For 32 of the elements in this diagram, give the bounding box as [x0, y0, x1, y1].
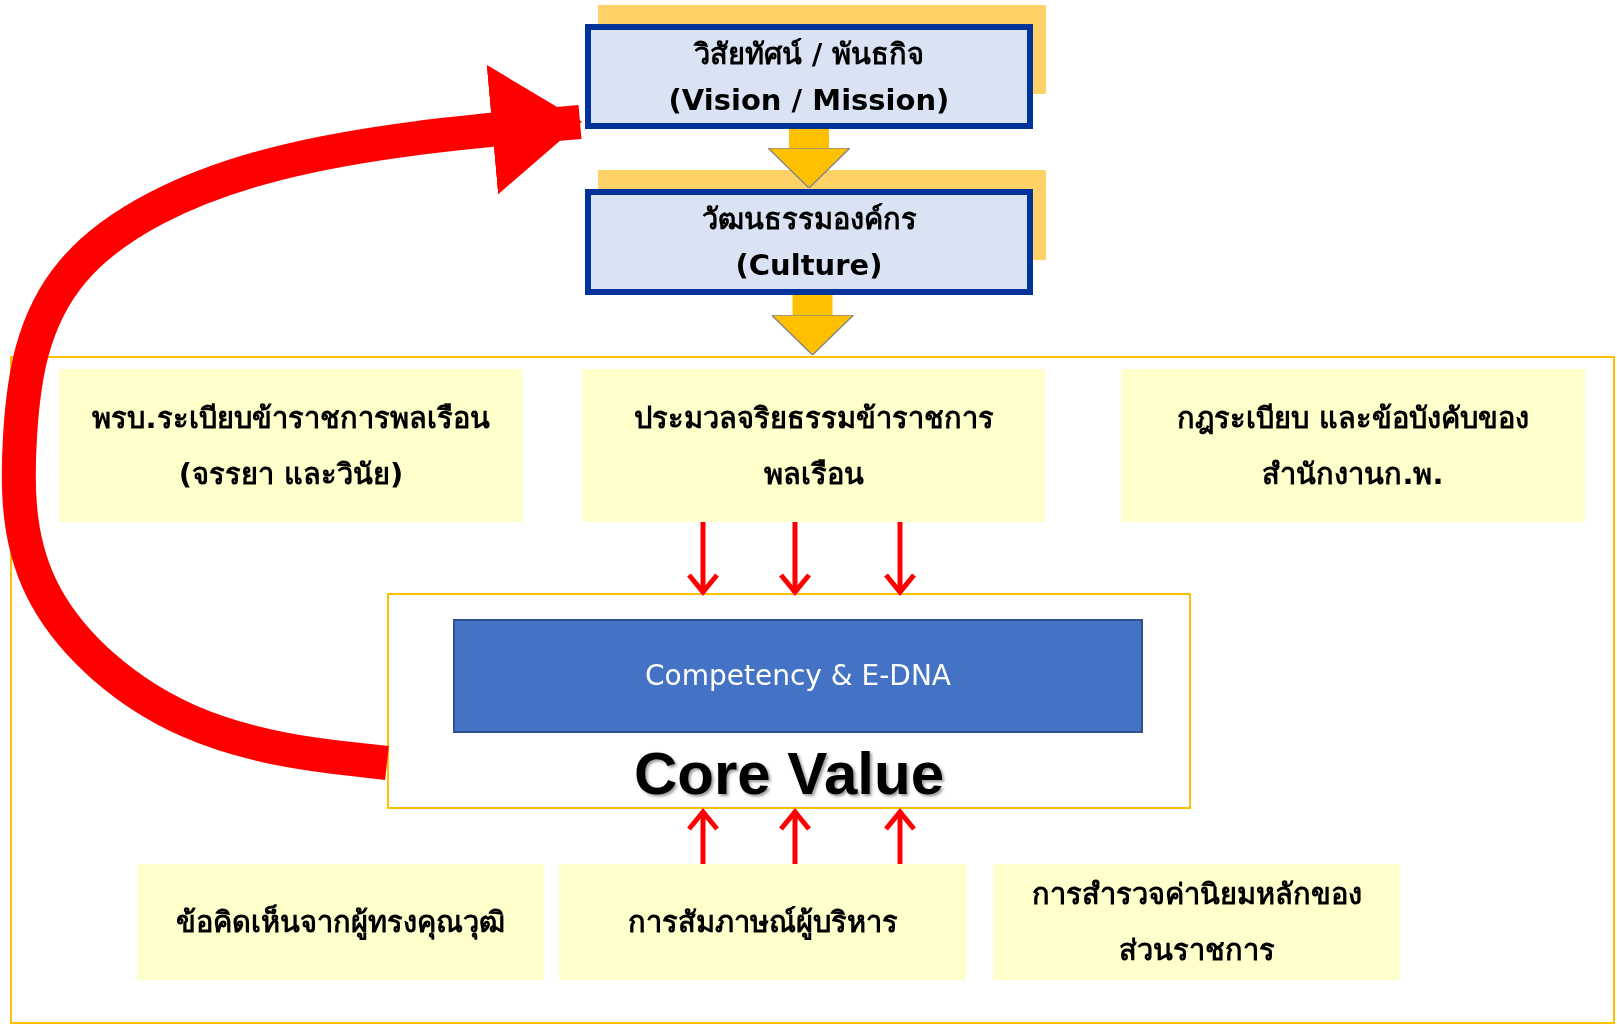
- arrow: [778, 809, 812, 864]
- box-text: กฎระเบียบ และข้อบังคับของสำนักงานก.พ.: [1175, 399, 1531, 493]
- header-box: [585, 24, 1033, 129]
- curved-arrow: [1, 64, 582, 780]
- box-label: Competency & E-DNA: [645, 658, 951, 694]
- box-text: การสำรวจค่านิยมหลักของส่วนราชการ: [1030, 876, 1363, 969]
- arrow: [778, 522, 812, 595]
- header-box: [585, 189, 1033, 295]
- source-box: [993, 864, 1400, 980]
- block-arrow: [770, 295, 855, 356]
- arrow: [686, 809, 720, 864]
- source-box: [582, 369, 1045, 522]
- thai-heading: วิสัยทัศน์ / พันธกิจ: [693, 35, 925, 73]
- arrow: [686, 522, 720, 595]
- box-text: พรบ.ระเบียบข้าราชการพลเรือน (จรรยา และวินัย): [91, 399, 491, 493]
- arrow: [883, 809, 917, 864]
- core-value-frame: [387, 593, 1191, 809]
- source-box: [559, 864, 966, 980]
- panel-frame: [10, 356, 1615, 1024]
- source-box: [59, 369, 523, 522]
- thai-heading: วัฒนธรรมองค์กร: [701, 201, 917, 238]
- core-value-title: Core Value: [632, 743, 946, 805]
- source-box: [1121, 369, 1585, 522]
- box-text: ข้อคิดเห็นจากผู้ทรงคุณวุฒิ: [176, 903, 505, 942]
- english-heading: (Vision / Mission): [668, 81, 950, 119]
- english-heading: (Culture): [735, 247, 883, 284]
- box-text: ประมวลจริยธรรมข้าราชการพลเรือน: [632, 399, 995, 493]
- competency-box: [453, 619, 1143, 733]
- source-box: [137, 864, 544, 980]
- block-arrow: [767, 129, 851, 189]
- arrow: [883, 522, 917, 595]
- box-text: การสัมภาษณ์ผู้บริหาร: [627, 904, 898, 942]
